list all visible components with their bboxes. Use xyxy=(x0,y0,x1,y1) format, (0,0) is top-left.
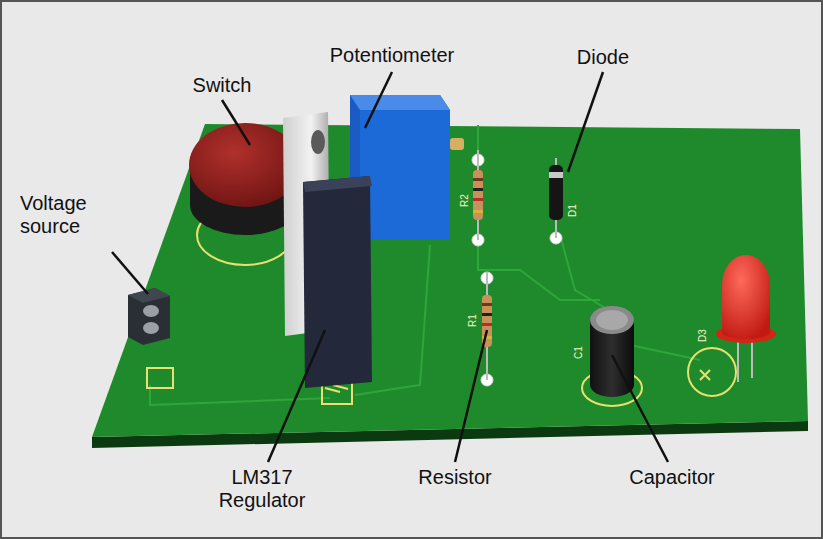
pot-top xyxy=(350,95,450,110)
cathode-band xyxy=(549,172,563,178)
part-label: Resistor xyxy=(400,466,510,489)
resistor-symbol xyxy=(472,150,484,246)
leader-line xyxy=(612,355,668,462)
color-band xyxy=(482,323,492,326)
regulator-top xyxy=(303,176,372,192)
leader-line xyxy=(268,330,325,462)
color-band xyxy=(473,188,483,191)
led-symbol xyxy=(688,255,776,396)
silkscreen-pad xyxy=(147,368,173,388)
silkscreen-label: D3 xyxy=(696,329,707,342)
silkscreen-label: R1 xyxy=(466,314,477,327)
leader-lines xyxy=(112,72,668,462)
silkscreen-hatch xyxy=(325,385,348,392)
lead xyxy=(737,340,739,382)
leader-line xyxy=(222,100,250,145)
trace xyxy=(150,385,330,405)
terminal-hole xyxy=(143,305,159,317)
part-label: Switch xyxy=(172,74,272,97)
terminal-top xyxy=(128,288,170,303)
terminal-hole xyxy=(143,322,159,334)
color-band xyxy=(473,210,483,213)
silkscreen-label: C1 xyxy=(572,346,583,359)
leader-line xyxy=(568,72,603,172)
color-band xyxy=(482,313,492,316)
led-dome xyxy=(722,255,770,339)
color-band xyxy=(482,336,492,339)
regulator-symbol xyxy=(283,112,372,404)
capacitor-top xyxy=(590,306,634,334)
trace xyxy=(478,240,600,300)
color-band xyxy=(473,178,483,181)
pot-front xyxy=(360,110,450,240)
part-label: Diode xyxy=(553,46,653,69)
diode-body xyxy=(549,165,563,220)
capacitor-top xyxy=(596,310,628,330)
color-band xyxy=(473,198,483,201)
trace xyxy=(560,235,612,312)
lead xyxy=(751,340,753,378)
terminal-block xyxy=(128,288,173,388)
leader-line xyxy=(365,72,392,128)
silkscreen-label: R2 xyxy=(458,194,469,207)
silkscreen-label: D1 xyxy=(566,204,577,217)
silkscreen-outline xyxy=(688,348,736,396)
trace xyxy=(630,345,700,360)
color-band xyxy=(482,303,492,306)
resistor-symbol xyxy=(481,272,493,386)
silkscreen-mark xyxy=(700,370,710,380)
leader-line xyxy=(112,252,148,294)
terminal-body xyxy=(128,288,170,345)
part-label: Voltage source xyxy=(20,192,115,238)
resistor-body xyxy=(473,170,483,220)
tab-hole xyxy=(311,130,325,154)
part-label: Potentiometer xyxy=(307,44,477,67)
diode-symbol xyxy=(549,158,563,244)
part-label: LM317 Regulator xyxy=(202,466,322,512)
part-label: Capacitor xyxy=(612,466,732,489)
leader-line xyxy=(455,330,487,462)
pot-knob xyxy=(450,138,464,150)
